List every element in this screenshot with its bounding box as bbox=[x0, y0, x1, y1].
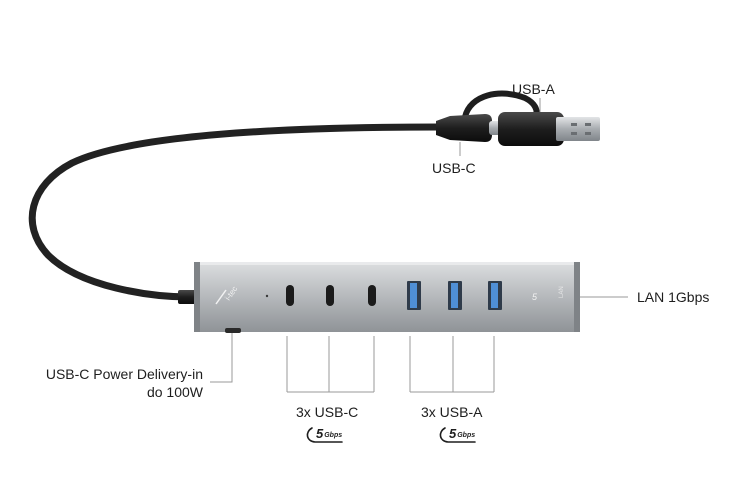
usb-a-speed-number: 5 bbox=[449, 426, 457, 441]
usb-a-speed-badge: 5 Gbps bbox=[449, 427, 475, 441]
usb-a-port-3 bbox=[488, 281, 502, 310]
usb-a-adapter-sleeve bbox=[498, 112, 564, 146]
usb-a-port-2 bbox=[448, 281, 462, 310]
usb-a-speed-unit: Gbps bbox=[457, 431, 476, 439]
usb-a-port-1 bbox=[407, 281, 421, 310]
usb-a-ports-label: 3x USB-A bbox=[421, 404, 483, 420]
power-delivery-label-line2: do 100W bbox=[146, 384, 203, 400]
port-speed-mark: 5 bbox=[532, 292, 538, 302]
hub-cable-strain-relief bbox=[178, 290, 196, 304]
power-delivery-port bbox=[225, 328, 241, 333]
hub-body bbox=[194, 262, 580, 332]
usb-c-speed-number: 5 bbox=[316, 426, 324, 441]
usb-a-bracket bbox=[409, 336, 495, 393]
hub-cable bbox=[28, 123, 444, 301]
usb-c-port-1 bbox=[286, 285, 294, 306]
connector-tether bbox=[462, 90, 540, 120]
usb-c-speed-badge-swoosh-icon bbox=[306, 427, 343, 443]
usb-c-bracket bbox=[286, 336, 375, 393]
usb-c-ports-label: 3x USB-C bbox=[296, 404, 359, 420]
usb-c-connector-label: USB-C bbox=[432, 160, 476, 176]
usb-c-port-2 bbox=[326, 285, 334, 306]
lan-port-mark: LAN bbox=[559, 286, 565, 298]
power-delivery-callout-line bbox=[210, 333, 233, 383]
hub-end-cap-right bbox=[574, 262, 580, 332]
usb-a-speed-badge-swoosh-icon bbox=[439, 427, 476, 443]
lan-label: LAN 1Gbps bbox=[637, 289, 710, 305]
usb-a-connector-label: USB-A bbox=[512, 81, 555, 97]
usb-a-plug-metal bbox=[556, 117, 600, 141]
power-delivery-label-line1: USB-C Power Delivery-in bbox=[45, 366, 203, 382]
hub-end-cap-left bbox=[194, 262, 200, 332]
usb-c-plug-body bbox=[436, 114, 492, 142]
brand-logo-icon bbox=[215, 289, 227, 305]
usb-c-speed-unit: Gbps bbox=[324, 431, 343, 439]
status-led bbox=[265, 294, 269, 298]
usb-c-speed-badge: 5 Gbps bbox=[316, 427, 342, 441]
usb-c-port-3 bbox=[368, 285, 376, 306]
